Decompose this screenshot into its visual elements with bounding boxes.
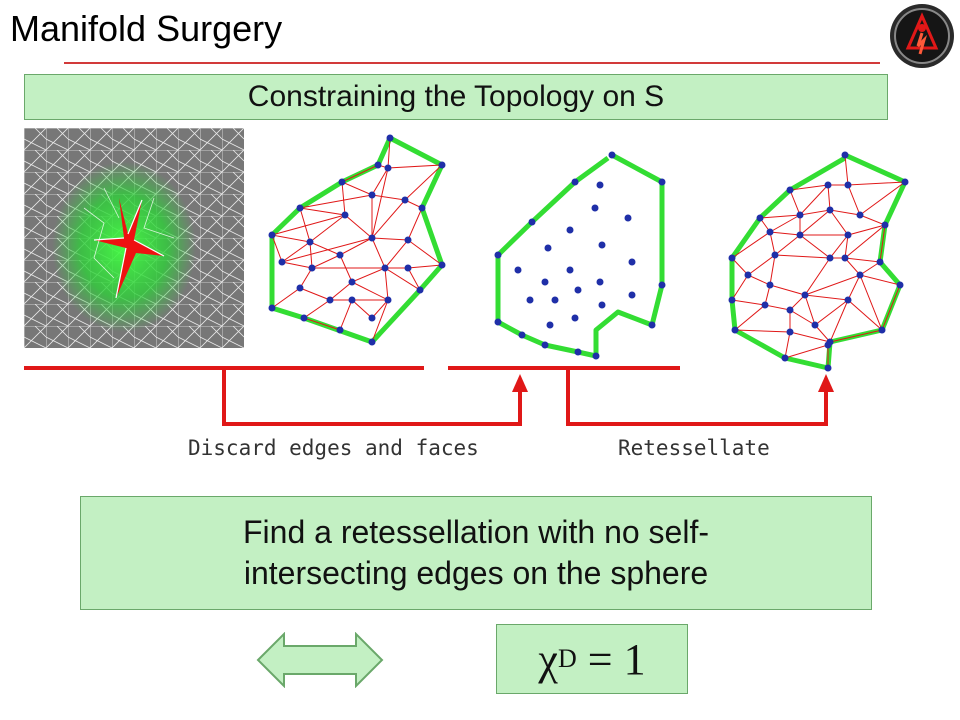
finding-line-1: Find a retessellation with no self-	[243, 514, 709, 551]
title-rule	[64, 62, 880, 64]
logo-emblem-icon	[890, 4, 954, 68]
equals-sign: =	[587, 634, 613, 684]
arrowhead-icon	[818, 374, 834, 392]
retessellated-patch	[728, 151, 909, 372]
discarded-patch	[494, 151, 666, 360]
finding-line-2: intersecting edges on the sphere	[243, 555, 709, 591]
chi-subscript: D	[557, 644, 577, 673]
step-brackets	[24, 366, 828, 426]
double-headed-arrow-icon	[256, 632, 384, 688]
slide-title: Manifold Surgery	[10, 8, 283, 49]
chi-value: 1	[623, 634, 646, 684]
chi-symbol: χ	[538, 634, 558, 684]
discard-label: Discard edges and faces	[188, 436, 479, 460]
section-heading: Constraining the Topology on S	[24, 74, 888, 120]
retessellation-diagram	[24, 134, 909, 426]
finding-box: Find a retessellation with no self- inte…	[80, 496, 872, 610]
retessellate-label: Retessellate	[618, 436, 770, 460]
tessellated-surface-image	[24, 128, 244, 348]
arrowhead-icon	[512, 374, 528, 392]
original-patch	[268, 134, 446, 346]
